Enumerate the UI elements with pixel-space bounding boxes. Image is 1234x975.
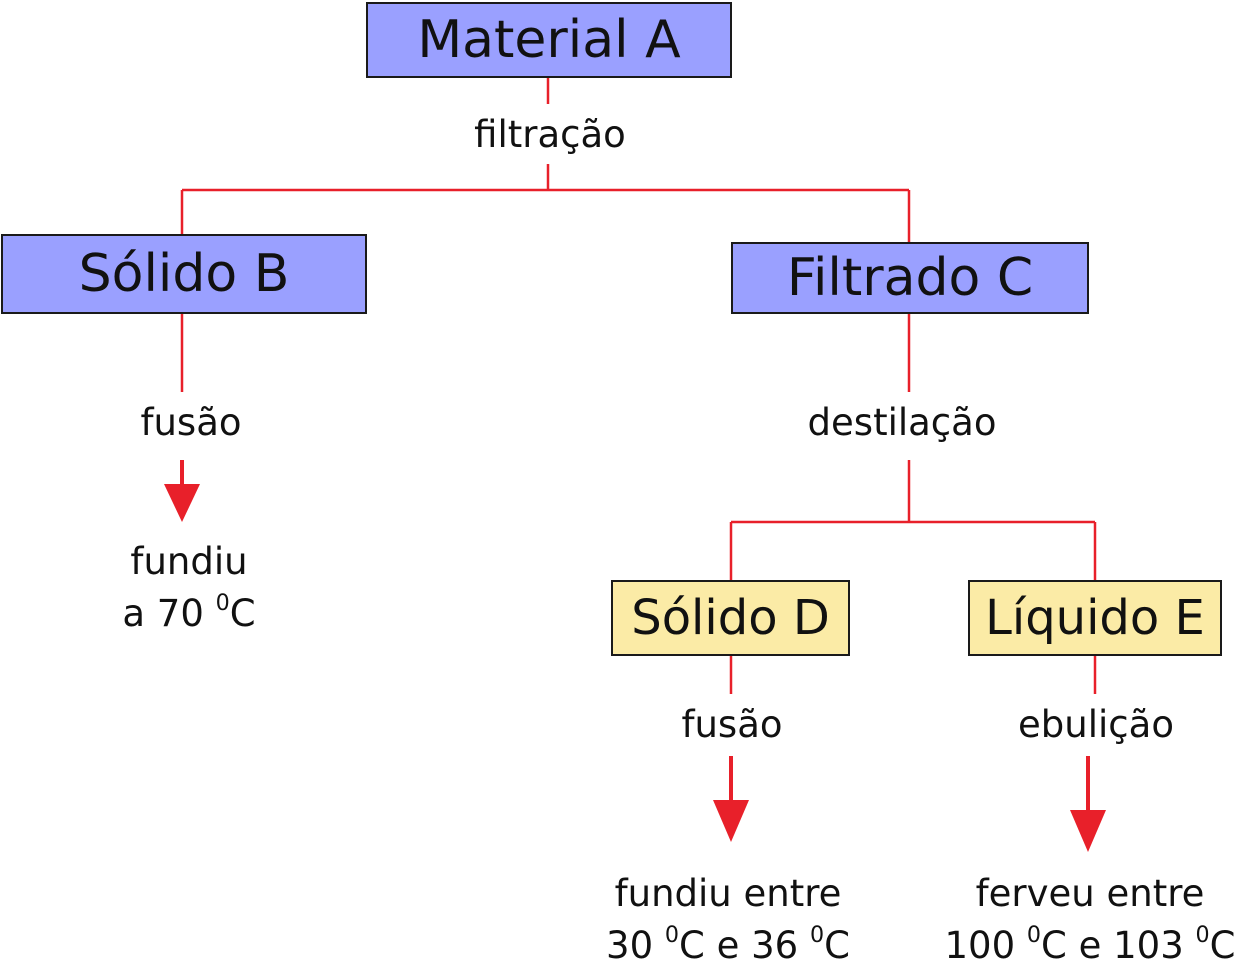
process-fusao-d: fusão	[681, 703, 783, 746]
arrow-fusao-d-head	[713, 800, 749, 842]
result-liquido-e: ferveu entre 100 0C e 103 0C	[945, 868, 1234, 972]
degree-mark: 0	[1195, 922, 1210, 949]
node-liquido-e: Líquido E	[968, 580, 1222, 656]
process-destilacao: destilação	[807, 401, 997, 444]
node-solido-d: Sólido D	[611, 580, 850, 656]
arrow-ebulicao-head	[1070, 810, 1106, 852]
node-filtrado-c-label: Filtrado C	[786, 248, 1034, 308]
process-filtracao: filtração	[474, 113, 626, 156]
result-solido-d: fundiu entre 30 0C e 36 0C	[606, 868, 850, 972]
node-material-a-label: Material A	[417, 10, 681, 70]
result-d-line2: 30 0C e 36 0C	[606, 922, 850, 967]
result-e-line2: 100 0C e 103 0C	[944, 922, 1234, 967]
node-liquido-e-label: Líquido E	[985, 590, 1205, 646]
node-solido-d-label: Sólido D	[631, 590, 830, 646]
degree-mark: 0	[215, 590, 230, 617]
node-solido-b-label: Sólido B	[78, 244, 290, 304]
process-fusao-b: fusão	[140, 401, 242, 444]
degree-mark: 0	[809, 922, 825, 949]
degree-mark: 0	[664, 922, 680, 949]
node-filtrado-c: Filtrado C	[731, 242, 1089, 314]
result-b-line1: fundiu	[130, 540, 248, 583]
result-solido-b: fundiu a 70 0C	[122, 536, 255, 640]
result-d-line1: fundiu entre	[614, 872, 842, 915]
arrow-fusao-b-head	[164, 484, 200, 522]
result-b-line2: a 70 0C	[122, 590, 256, 635]
result-e-line1: ferveu entre	[975, 872, 1205, 915]
node-solido-b: Sólido B	[1, 234, 367, 314]
process-ebulicao: ebulição	[1018, 703, 1174, 746]
degree-mark: 0	[1026, 922, 1042, 949]
node-material-a: Material A	[366, 2, 732, 78]
